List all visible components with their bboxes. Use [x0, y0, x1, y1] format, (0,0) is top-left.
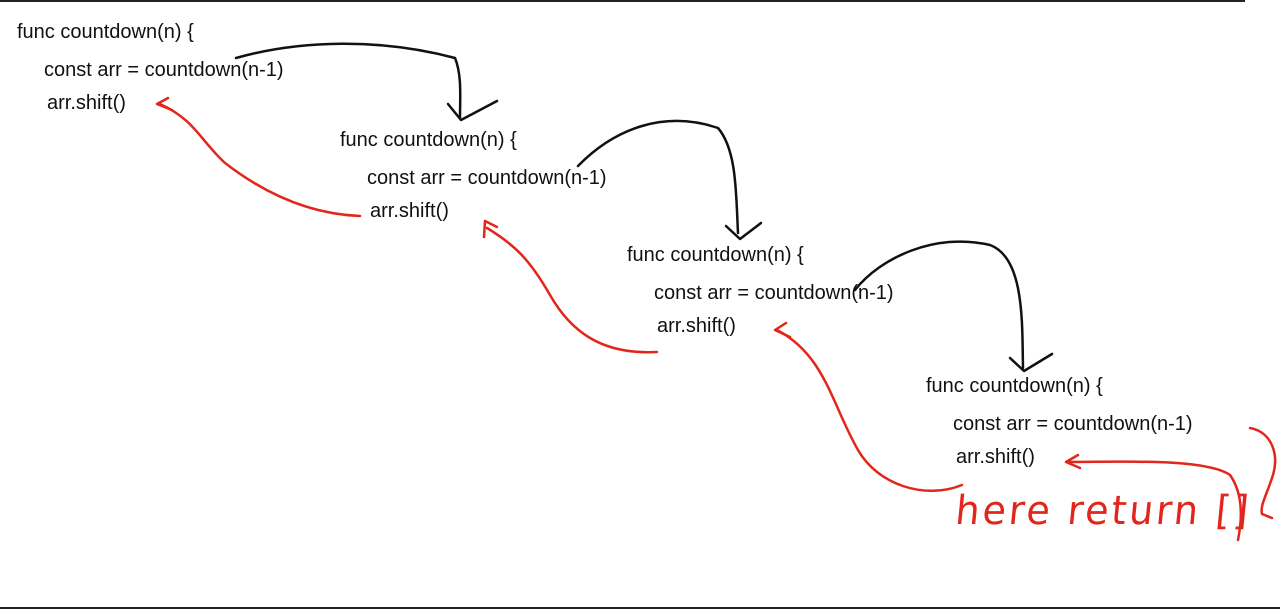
top-border	[0, 0, 1245, 2]
recursive-call-line: const arr = countdown(n-1)	[367, 167, 607, 189]
function-header: func countdown(n) {	[17, 21, 194, 43]
shift-call-line: arr.shift()	[956, 446, 1035, 468]
return-arrow-head-2	[482, 219, 499, 239]
function-header: func countdown(n) {	[926, 375, 1103, 397]
shift-call-line: arr.shift()	[370, 200, 449, 222]
call-arrow-head-1	[446, 99, 499, 122]
recursive-call-line: const arr = countdown(n-1)	[654, 282, 894, 304]
return-arrow-3	[775, 328, 964, 493]
recursive-call-line: const arr = countdown(n-1)	[953, 413, 1193, 435]
return-arrow-head-1	[155, 96, 174, 112]
bottom-border	[0, 607, 1280, 609]
return-annotation: here return []	[953, 488, 1254, 534]
function-header: func countdown(n) {	[627, 244, 804, 266]
return-arrow-head-3	[773, 321, 792, 339]
function-header: func countdown(n) {	[340, 129, 517, 151]
recursive-call-line: const arr = countdown(n-1)	[44, 59, 284, 81]
shift-call-line: arr.shift()	[47, 92, 126, 114]
call-arrow-head-3	[1008, 352, 1054, 373]
return-arrow-1	[158, 102, 362, 218]
shift-call-line: arr.shift()	[657, 315, 736, 337]
return-bracket	[1248, 426, 1277, 520]
return-arrow-head-4	[1064, 453, 1082, 470]
call-arrow-head-2	[724, 221, 763, 241]
